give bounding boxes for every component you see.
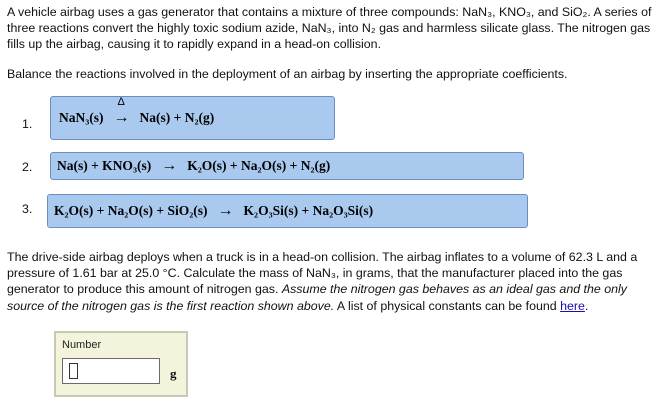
reaction-3-number: 3. [22,202,33,216]
problem-constants-text: A list of physical constants can be foun… [334,298,561,313]
problem-statement: The drive-side airbag deploys when a tru… [7,249,667,314]
problem-text: The drive-side airbag deploys when a tru… [7,250,638,297]
reaction-3-reactants: K₂O(s) + Na₂O(s) + SiO₂(s) [54,203,208,218]
reaction-2-box[interactable]: Na(s) + KNO₃(s) → K₂O(s) + Na₂O(s) + N₂(… [50,152,524,180]
reaction-3-products: K₂O₃Si(s) + Na₂O₃Si(s) [243,203,374,218]
problem-assumption: Assume the nitrogen gas behaves as an id… [7,282,627,313]
reaction-arrow: → [217,202,234,219]
problem-end: . [584,298,589,313]
answer-label: Number [62,339,102,351]
reaction-2-reactants: Na(s) + KNO₃(s) [57,158,152,173]
answer-panel: Number g [54,331,188,397]
reaction-1-reactants: NaN₃(s) [59,110,104,125]
reaction-2-products: K₂O(s) + Na₂O(s) + N₂(g) [187,158,331,173]
reaction-1-box[interactable]: NaN₃(s) Δ→ Na(s) + N₂(g) [50,96,335,140]
answer-unit: g [170,366,177,381]
reaction-1-number: 1. [22,117,33,131]
reaction-arrow: Δ→ [113,96,130,126]
reaction-3-box[interactable]: K₂O(s) + Na₂O(s) + SiO₂(s) → K₂O₃Si(s) +… [47,194,528,228]
intro-paragraph: A vehicle airbag uses a gas generator th… [7,5,652,51]
reaction-arrow: → [161,157,178,174]
answer-input[interactable] [62,358,160,384]
task-instruction: Balance the reactions involved in the de… [7,67,568,81]
reaction-1-products: Na(s) + N₂(g) [139,110,215,125]
input-cursor-icon [69,363,78,379]
heat-delta-symbol: Δ [117,96,125,108]
constants-link[interactable]: here [560,298,585,313]
reaction-2-number: 2. [22,160,33,174]
